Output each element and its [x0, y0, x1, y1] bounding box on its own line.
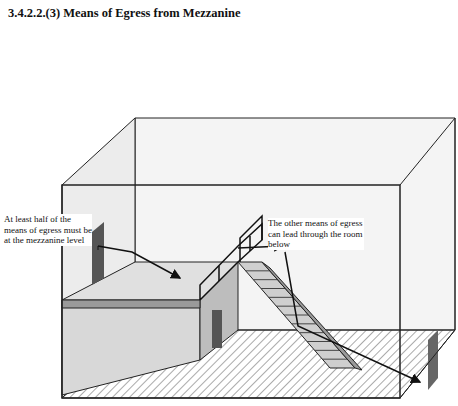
door	[428, 330, 438, 390]
stair-step	[246, 270, 270, 271]
stair-step	[307, 341, 332, 342]
stair-step	[269, 297, 293, 298]
stair-step	[292, 323, 317, 324]
stair-step	[253, 279, 277, 280]
door	[92, 222, 104, 285]
stair-step	[322, 359, 347, 360]
stair-step	[261, 288, 285, 289]
door	[212, 310, 222, 348]
leader-arrow	[98, 246, 180, 278]
leader-arrow	[285, 252, 420, 382]
callout-text: The other means of egress can lead throu…	[268, 218, 364, 250]
figure-title: 3.4.2.2.(3) Means of Egress from Mezzani…	[8, 6, 240, 21]
stair-step	[276, 306, 300, 307]
callout-text: At least half of the means of egress mus…	[4, 214, 92, 246]
stair-step	[315, 350, 340, 351]
